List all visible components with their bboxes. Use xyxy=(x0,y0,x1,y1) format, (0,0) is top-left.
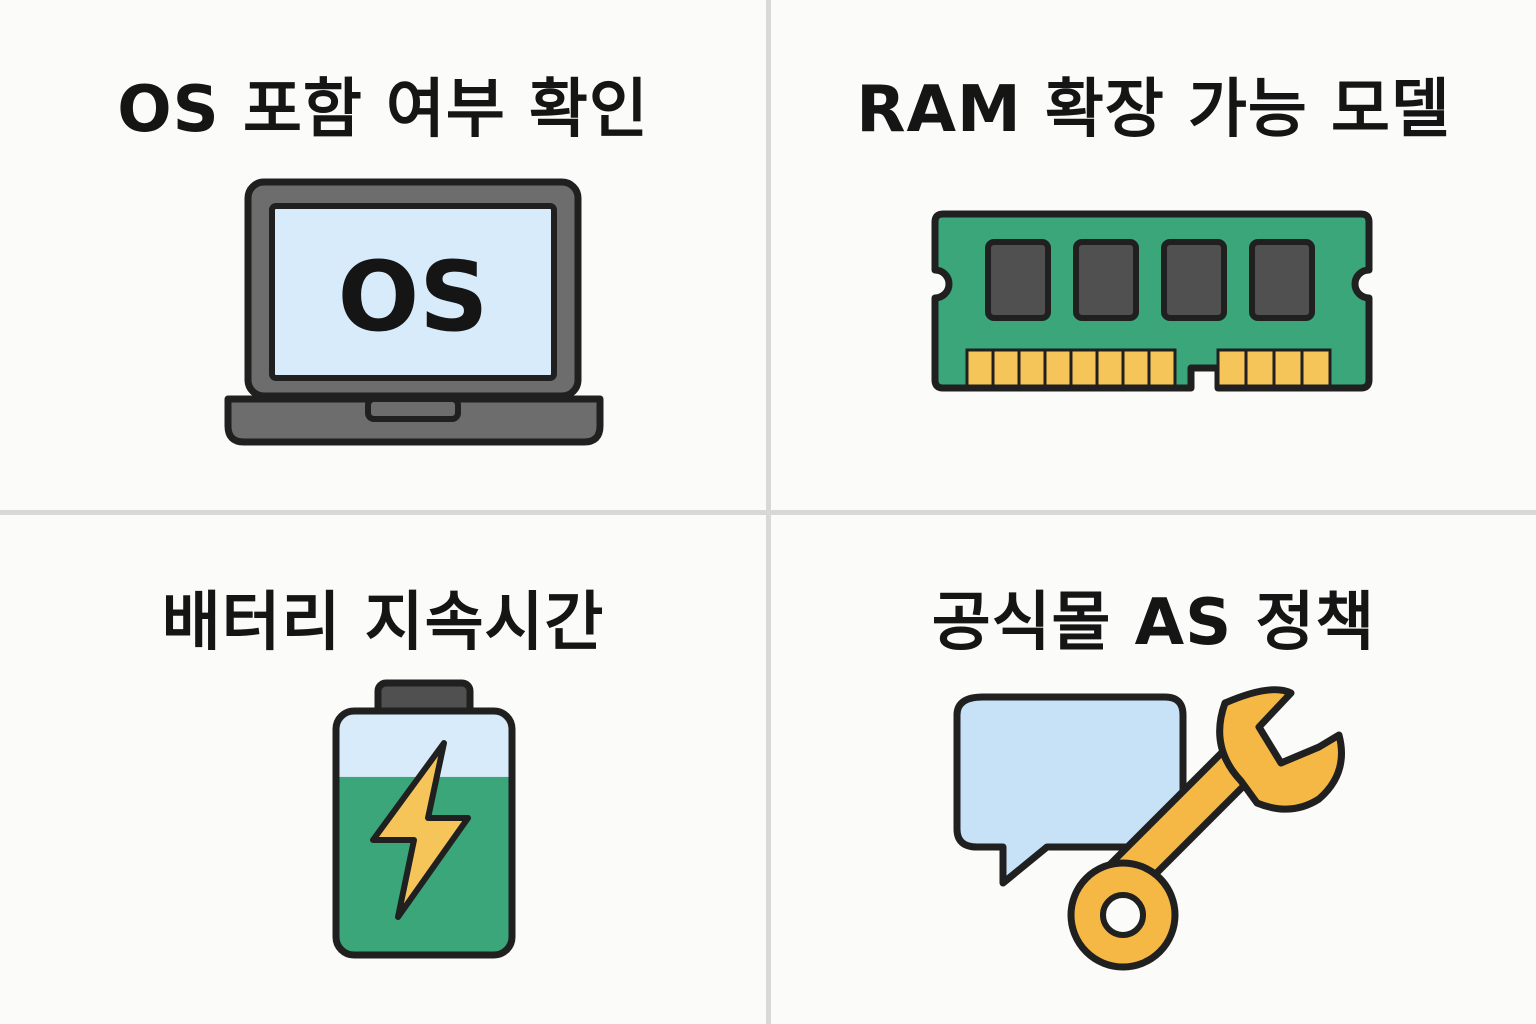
ram-module-icon xyxy=(931,210,1373,392)
battery-cell: 배터리 지속시간 xyxy=(0,515,766,1024)
horizontal-divider xyxy=(0,510,1536,515)
screen-os-label: OS xyxy=(338,241,489,353)
ram-chip xyxy=(1073,239,1139,321)
wrench-icon xyxy=(1067,686,1345,971)
ram-cell: RAM 확장 가능 모델 xyxy=(771,0,1536,510)
os-cell: OS 포함 여부 확인 OS xyxy=(0,0,766,510)
os-title: OS 포함 여부 확인 xyxy=(117,73,649,147)
battery-icon xyxy=(332,679,516,959)
ram-title: RAM 확장 가능 모델 xyxy=(856,73,1451,147)
as-title: 공식몰 AS 정책 xyxy=(931,586,1376,660)
lightning-bolt-icon xyxy=(370,740,471,920)
ram-chip xyxy=(985,239,1051,321)
battery-title: 배터리 지속시간 xyxy=(161,586,605,660)
laptop-icon: OS xyxy=(224,178,604,446)
support-wrench-icon xyxy=(953,686,1345,971)
speech-bubble-icon xyxy=(953,693,1187,887)
ram-chip xyxy=(1161,239,1227,321)
as-cell: 공식몰 AS 정책 xyxy=(771,515,1536,1024)
ram-chip xyxy=(1249,239,1315,321)
